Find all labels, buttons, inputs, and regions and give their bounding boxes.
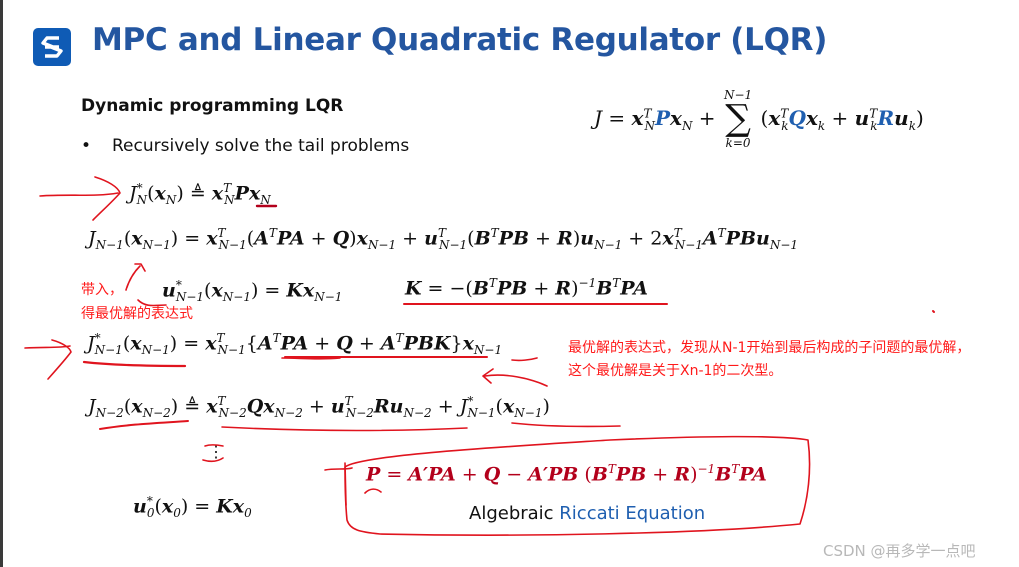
csdn-watermark: CSDN @再多学一点吧 [823,542,976,560]
riccati-equation: P = A′PA + Q − A′PB (BTPB + R)−1BTPA [366,462,767,486]
bullet-icon: • [81,136,92,156]
arrow-icon [482,368,548,387]
section-heading: Dynamic programming LQR [81,96,344,116]
annotation-substitute-line1: 带入， [81,282,123,298]
vertical-ellipsis: ⋮ [208,442,224,461]
riccati-label-prefix: Algebraic [469,503,560,524]
riccati-label-highlight: Riccati Equation [559,503,706,524]
s-logo-icon [33,28,71,66]
gain-k-equation: K = −(BTPB + R)−1BTPA [405,276,648,300]
stage-cost-n-minus-1-equation: JN−1(xN−1) = xTN−1(ATPA + Q)xN−1 + uTN−1… [88,226,799,253]
riccati-label: Algebraic Riccati Equation [469,503,705,524]
annotation-quadratic-line2: 这个最优解是关于Xn-1的二次型。 [568,363,783,379]
cost-function-equation: J = xTNPxN + N−1∑k=0 (xTkQxk + uTkRuk) [594,88,924,150]
annotation-substitute-line2: 得最优解的表达式 [81,306,193,322]
bullet-item: • Recursively solve the tail problems [81,136,409,156]
arrow-icon [24,339,72,380]
annotation-quadratic-line1: 最优解的表达式，发现从N-1开始到最后构成的子问题的最优解， [568,340,971,356]
arrow-icon [39,176,121,221]
optimal-cost-n-minus-1-equation: J*N−1(xN−1) = xTN−1{ATPA + Q + ATPBK}xN−… [87,331,503,358]
terminal-cost-equation: J*N(xN) ≜ xTNPxN [129,181,271,208]
window-left-border [0,0,3,567]
optimal-control-equation: u*N−1(xN−1) = KxN−1 [162,278,343,305]
slide-title: MPC and Linear Quadratic Regulator (LQR) [92,22,828,58]
stage-cost-n-minus-2-equation: JN−2(xN−2) ≜ xTN−2QxN−2 + uTN−2RuN−2 + J… [88,394,550,421]
bullet-text: Recursively solve the tail problems [112,136,410,156]
initial-control-equation: u*0(x0) = Kx0 [133,494,252,521]
summation-symbol: N−1∑k=0 [723,88,753,150]
